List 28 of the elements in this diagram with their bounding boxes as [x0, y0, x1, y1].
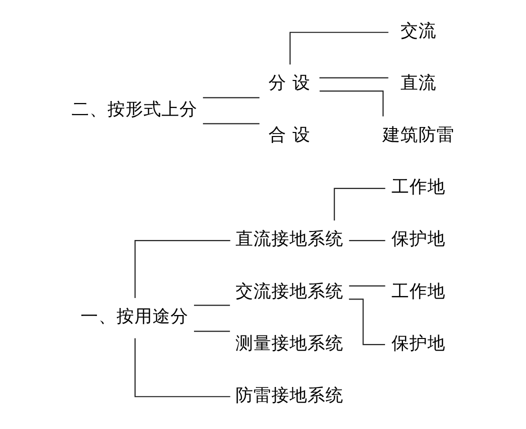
node-text: 建筑防雷 — [382, 126, 454, 146]
node-text: 交流 — [400, 22, 436, 42]
node-text: 防雷接地系统 — [235, 386, 344, 406]
node-text: 一、按用途分 — [80, 307, 188, 328]
node-text: 直流接地系统 — [235, 230, 344, 250]
connector — [134, 338, 230, 398]
node-text: 保护地 — [391, 334, 445, 354]
connector — [194, 304, 230, 306]
connector — [348, 298, 385, 346]
node-text: 测量接地系统 — [235, 334, 344, 354]
connector — [289, 32, 388, 64]
node-text: 分 设 — [268, 74, 310, 94]
connector — [134, 240, 230, 298]
connector — [318, 77, 388, 78]
connector — [319, 90, 384, 116]
node-text: 工作地 — [391, 178, 445, 198]
node-text: 工作地 — [391, 282, 445, 302]
connector — [194, 330, 230, 332]
node-text: 保护地 — [391, 230, 445, 250]
node-text: 合 设 — [268, 126, 310, 146]
connector — [202, 123, 259, 124]
connector — [202, 97, 259, 98]
connector — [333, 188, 385, 221]
connector — [348, 240, 385, 242]
node-text: 交流接地系统 — [235, 282, 344, 302]
node-text: 直流 — [400, 74, 436, 94]
connector — [348, 285, 385, 286]
node-text: 二、按形式上分 — [71, 100, 198, 120]
